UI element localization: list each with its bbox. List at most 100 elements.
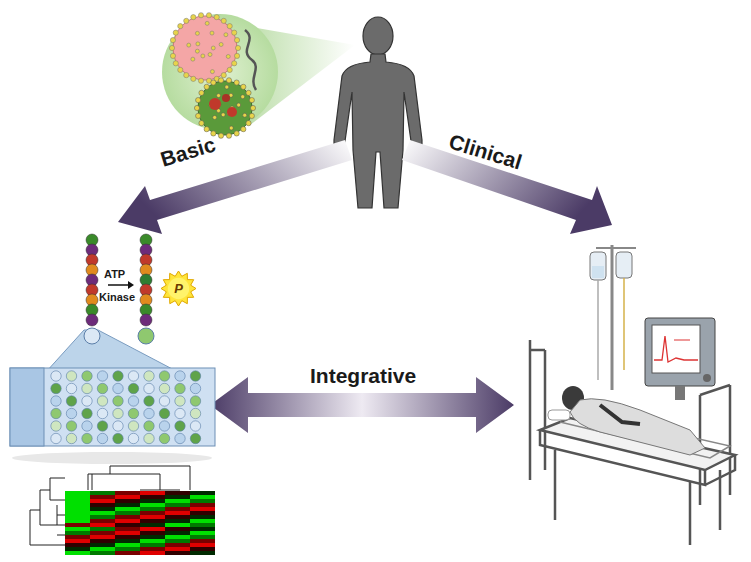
spike (225, 85, 229, 89)
array-spot (66, 371, 76, 381)
spot (84, 328, 100, 344)
heatmap-cell (165, 535, 190, 539)
infected-cell (194, 78, 255, 139)
spike (217, 94, 221, 98)
patient (548, 386, 705, 455)
heatmap-cell (165, 491, 190, 495)
spike (204, 127, 209, 132)
heatmap-cell (190, 499, 215, 503)
array-spot (175, 371, 185, 381)
heatmap-cell (90, 535, 115, 539)
spike (201, 54, 205, 58)
heatmap-cell (90, 491, 115, 495)
heatmap-cell (140, 531, 165, 535)
heatmap-cell (90, 547, 115, 551)
spike (219, 42, 223, 46)
heatmap-cell (115, 511, 140, 515)
spike (195, 49, 199, 53)
array-spot (82, 396, 92, 406)
heatmap-cell (165, 507, 190, 511)
array-spot (51, 383, 61, 393)
spike (241, 84, 246, 89)
array-spot (144, 371, 154, 381)
spike (178, 67, 183, 72)
array-spot (144, 383, 154, 393)
array-spot (113, 371, 123, 381)
spike (226, 54, 230, 58)
heatmap-cell (165, 511, 190, 515)
array-spot (190, 408, 200, 418)
heatmap-cell (190, 519, 215, 523)
array-spot (175, 383, 185, 393)
heatmap-cell (140, 547, 165, 551)
heatmap-cell (140, 499, 165, 503)
heatmap-cell (165, 503, 190, 507)
heatmap-cell (165, 527, 190, 531)
array-spot (175, 421, 185, 431)
array-spot (66, 396, 76, 406)
array-spot (175, 396, 185, 406)
microarray-slide (10, 368, 215, 446)
spike (210, 31, 214, 35)
heatmap (65, 491, 215, 555)
heatmap-cell (165, 519, 190, 523)
spike (237, 103, 241, 107)
heatmap-cell (190, 531, 215, 535)
spike (249, 113, 254, 118)
heatmap-cell (115, 499, 140, 503)
array-spot (175, 433, 185, 443)
heatmap-cell (190, 511, 215, 515)
array-spot (159, 396, 169, 406)
heatmap-cell (140, 511, 165, 515)
heatmap-cell (65, 539, 90, 543)
heatmap-cell (190, 507, 215, 511)
array-spot (159, 371, 169, 381)
array-spot (66, 383, 76, 393)
heatmap-cell (190, 527, 215, 531)
shadow (12, 452, 212, 464)
heatmap-cell (65, 491, 90, 495)
array-spot (82, 371, 92, 381)
spike (187, 43, 191, 47)
spike (205, 21, 209, 25)
spike (227, 67, 232, 72)
iv-stand (590, 245, 636, 390)
spike (211, 80, 216, 85)
heatmap-cell (190, 515, 215, 519)
spot-grid (51, 371, 201, 444)
array-spot (128, 433, 138, 443)
heatmap-cell (65, 499, 90, 503)
array-spot (97, 433, 107, 443)
spike (234, 53, 239, 58)
heatmap-cell (165, 539, 190, 543)
spike (235, 45, 240, 50)
heatmap-cell (140, 551, 165, 555)
spike (246, 121, 251, 126)
node-text: P (160, 281, 197, 296)
heatmap-cell (190, 535, 215, 539)
heatmap-cell (165, 543, 190, 547)
heatmap-cell (65, 547, 90, 551)
array-spot (51, 433, 61, 443)
spot (138, 328, 154, 344)
heatmap-cell (90, 507, 115, 511)
heatmap-cell (115, 531, 140, 535)
heatmap-cell (165, 515, 190, 519)
spike (170, 38, 175, 43)
spike (234, 131, 239, 136)
spike (211, 46, 215, 50)
heatmap-cell (115, 519, 140, 523)
heatmap-cell (90, 523, 115, 527)
heatmap-cell (90, 543, 115, 547)
array-spot (128, 371, 138, 381)
reaction-label: Kinase (99, 291, 135, 303)
heatmap-cell (165, 531, 190, 535)
array-spot (51, 396, 61, 406)
viral-filament (245, 30, 256, 90)
array-spot (82, 433, 92, 443)
array-spot (66, 408, 76, 418)
heatmap-cell (115, 503, 140, 507)
spike (249, 98, 254, 103)
heatmap-cell (115, 551, 140, 555)
spike (195, 31, 199, 35)
